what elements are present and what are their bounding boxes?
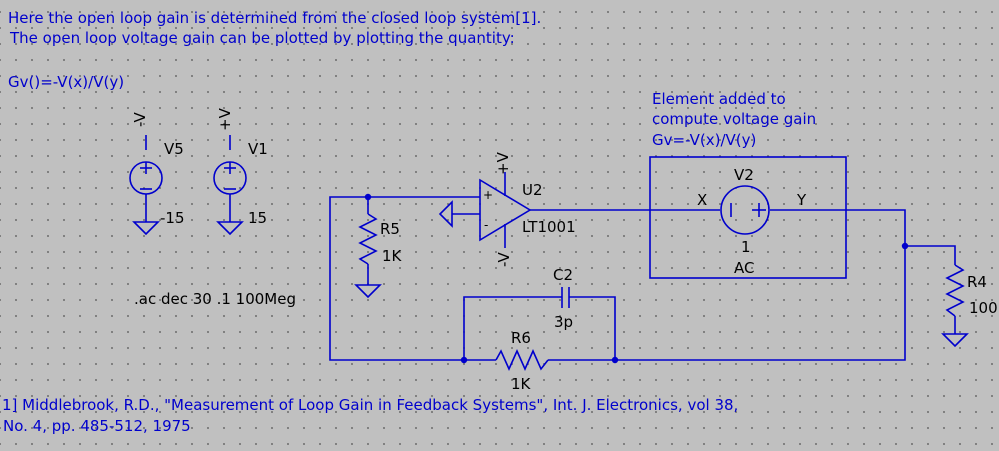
opamp-minus-sign: - — [484, 218, 488, 232]
r4-top-wire — [905, 245, 956, 265]
c2-value: 3p — [554, 313, 573, 331]
c2-right-wire — [569, 296, 616, 360]
comment-formula: Gv()=-V(x)/V(y) — [8, 73, 124, 91]
r5-value: 1K — [382, 247, 403, 265]
opamp-input-ground-icon — [438, 200, 453, 228]
comment-line-1: Here the open loop gain is determined fr… — [8, 9, 541, 27]
node-label-x: X — [697, 191, 707, 209]
v1-name: V1 — [248, 140, 268, 158]
c2-left-wire — [463, 296, 562, 360]
resistor-r6[interactable]: R6 1K — [495, 329, 549, 393]
opamp-bottom-net: -V — [495, 251, 513, 267]
capacitor-c2[interactable]: C2 3p — [463, 266, 616, 360]
v2-name: V2 — [734, 166, 754, 184]
v1-net-label: +V — [216, 107, 234, 131]
v2-annotation-box — [649, 156, 847, 279]
v5-ground-icon — [132, 221, 160, 236]
r5-ground-icon — [354, 284, 382, 299]
r4-ground-icon — [941, 333, 969, 348]
v2-right-wire — [770, 209, 906, 246]
v2-ac-value: AC — [734, 259, 754, 277]
voltage-source-v1[interactable]: +V V1 15 — [213, 107, 268, 236]
voltage-source-v2[interactable]: V2 1 AC X Y — [697, 166, 807, 277]
r6-resistor-symbol — [495, 349, 549, 371]
annotation-line-1: Element added to — [652, 90, 786, 108]
opamp-name: U2 — [522, 181, 543, 199]
v5-value: -15 — [160, 209, 185, 227]
junction-dot-output — [901, 242, 909, 250]
opamp-top-net: +V — [494, 151, 512, 175]
r6-name: R6 — [511, 329, 531, 347]
v5-name: V5 — [164, 140, 184, 158]
opamp-plus-sign: + — [483, 188, 493, 202]
resistor-r5[interactable]: R5 1K — [354, 197, 403, 299]
r4-name: R4 — [967, 273, 987, 291]
comment-line-2: The open loop voltage gain can be plotte… — [9, 29, 515, 47]
r4-value: 100 — [969, 299, 998, 317]
r5-name: R5 — [380, 220, 400, 238]
reference-line-1: 1] Middlebrook, R.D., "Measurement of Lo… — [2, 396, 738, 414]
node-label-y: Y — [796, 191, 807, 209]
annotation-line-3: Gv=-V(x)/V(y) — [652, 131, 756, 149]
reference-line-2: No. 4, pp. 485-512, 1975 — [3, 417, 191, 435]
feedback-loop-wire — [329, 196, 906, 361]
r4-resistor-symbol — [945, 264, 965, 317]
ac-directive[interactable]: .ac dec 30 .1 100Meg — [134, 290, 296, 308]
opamp-model: LT1001 — [522, 218, 576, 236]
c2-name: C2 — [553, 266, 573, 284]
voltage-source-v5[interactable]: -V V5 -15 — [129, 111, 185, 236]
r5-resistor-symbol — [358, 213, 378, 265]
resistor-r4[interactable]: R4 100 — [941, 264, 998, 348]
opamp-u2[interactable]: +V -V + - U2 LT1001 — [438, 151, 576, 267]
annotation-line-2: compute voltage gain — [652, 110, 816, 128]
v1-ground-icon — [216, 221, 244, 236]
r6-value: 1K — [511, 375, 532, 393]
v2-dc-value: 1 — [741, 238, 751, 256]
v5-net-label: -V — [131, 111, 149, 127]
v1-value: 15 — [248, 209, 267, 227]
v2-source-symbol — [720, 185, 770, 235]
